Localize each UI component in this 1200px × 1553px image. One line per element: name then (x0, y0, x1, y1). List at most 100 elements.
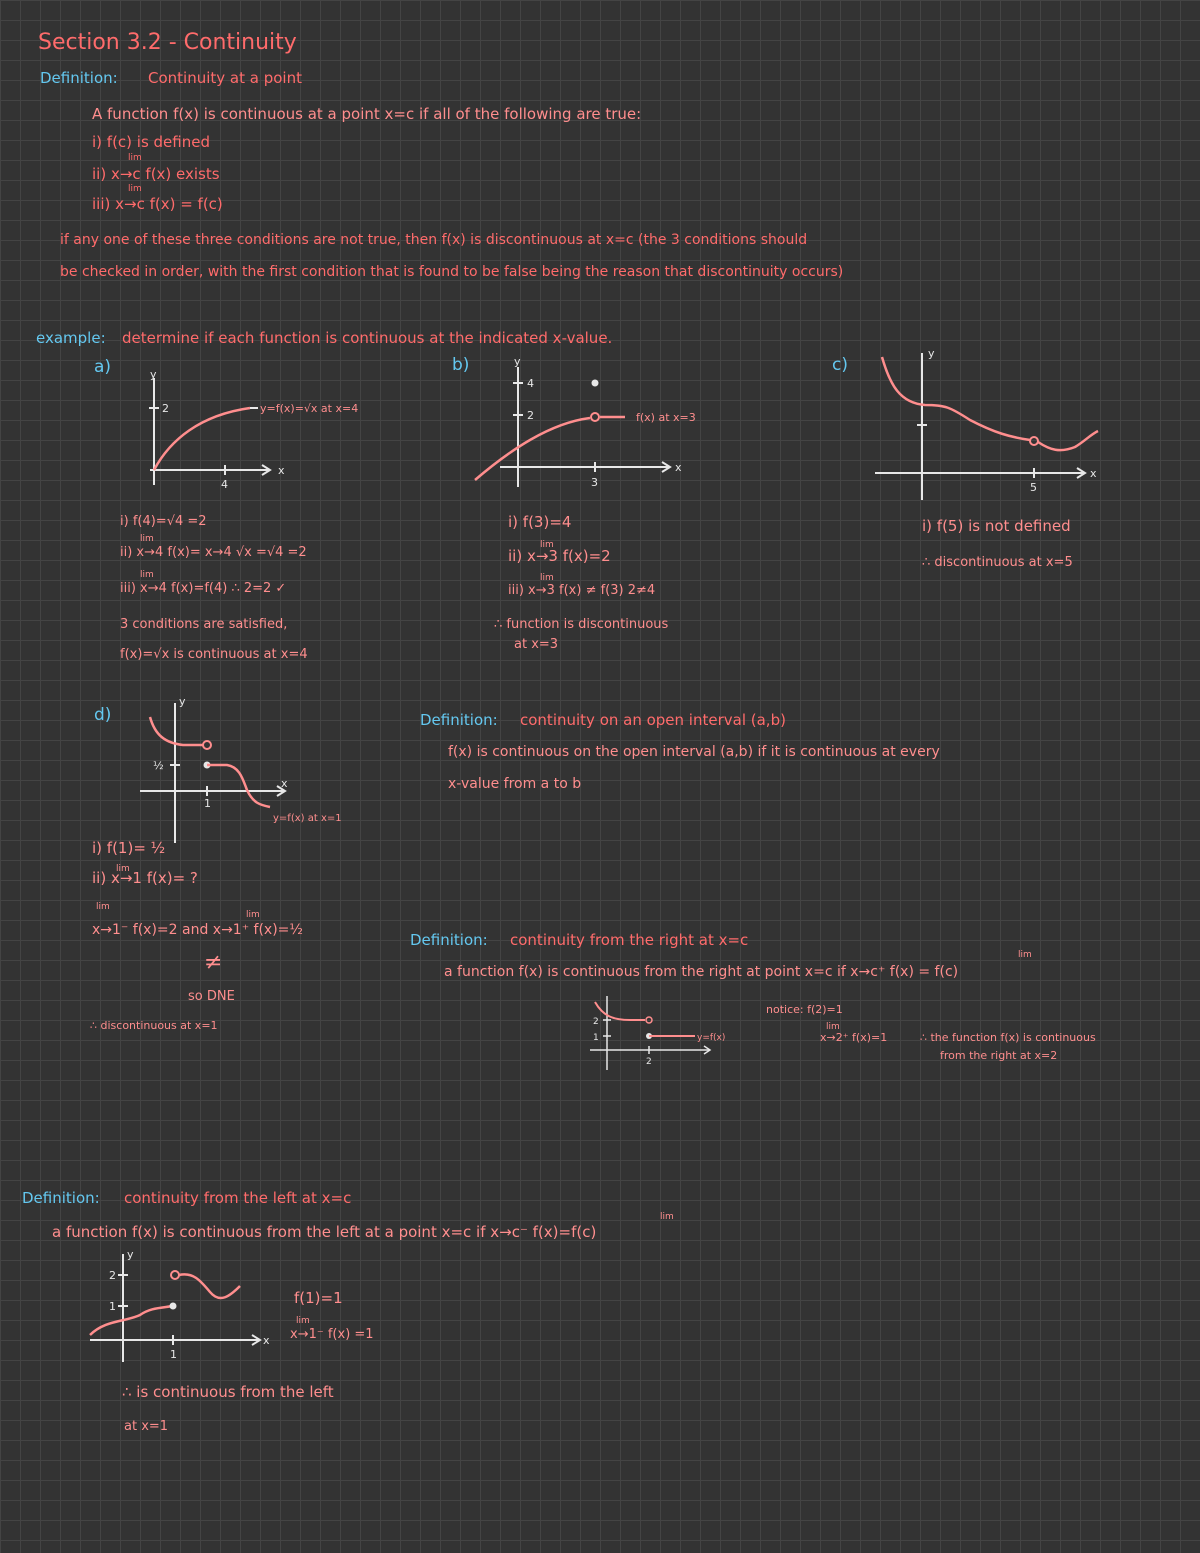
c-x-label: x (1090, 467, 1097, 480)
d-line-4: ≠ (204, 950, 223, 975)
a-line-4: 3 conditions are satisfied, (120, 617, 288, 632)
b-x-tick: 3 (591, 476, 598, 489)
d-x-tick: 1 (204, 797, 211, 810)
a-line-5: f(x)=√x is continuous at x=4 (120, 647, 308, 662)
a-x-label: x (278, 464, 285, 477)
def1-heading: Continuity at a point (148, 69, 302, 87)
def3-x-arrow-icon (703, 1045, 712, 1055)
def3-y-tick: 1 (593, 1033, 599, 1043)
example-b-label: b) (452, 355, 470, 375)
b-curve-left (474, 416, 591, 481)
def1-cond3-lim: lim (128, 184, 142, 194)
b-open-point (590, 412, 600, 422)
def3-y-tick-top: 2 (593, 1017, 599, 1027)
a-sqrt-curve (152, 406, 251, 471)
b-curve-label: f(x) at x=3 (636, 411, 696, 424)
def4-x-label: x (263, 1334, 270, 1347)
def4-eq2: x→1⁻ f(x) =1 (290, 1327, 374, 1342)
example-a-graph: y x 2 4 y=f(x)=√x at x=4 (149, 368, 358, 491)
def3-curve-left (594, 1001, 645, 1021)
b-x-arrow-icon (661, 461, 672, 473)
def3-line1: a function f(x) is continuous from the r… (444, 964, 959, 980)
def1-cond2: ii) x→c f(x) exists (92, 165, 220, 183)
c-curve-left (880, 356, 1031, 442)
a-x-arrow-icon (261, 464, 272, 476)
def3-heading: continuity from the right at x=c (510, 931, 749, 949)
def1-note-line2: be checked in order, with the first cond… (60, 264, 844, 280)
d-line-1: i) f(1)= ½ (92, 839, 166, 857)
c-line-2: ∴ discontinuous at x=5 (922, 555, 1073, 570)
d-line-5: so DNE (188, 989, 235, 1004)
d-line-2: ii) x→1 f(x)= ? (92, 869, 198, 887)
def3-conclusion1: ∴ the function f(x) is continuous (920, 1031, 1096, 1044)
b-line-1: i) f(3)=4 (508, 513, 572, 531)
def4-lim: lim (660, 1212, 674, 1222)
a-line-3: iii) x→4 f(x)=f(4) ∴ 2=2 ✓ (120, 581, 287, 596)
example-b-graph: y x 4 2 3 f(x) at x=3 (474, 355, 696, 489)
def4-x-tick: 1 (170, 1348, 177, 1361)
def4-line1: a function f(x) is continuous from the l… (52, 1223, 597, 1241)
d-y-label: y (179, 695, 186, 708)
d-curve-label: y=f(x) at x=1 (273, 813, 342, 824)
a-line-2: ii) x→4 f(x)= x→4 √x =√4 =2 (120, 545, 307, 560)
d-line-6: ∴ discontinuous at x=1 (90, 1019, 218, 1032)
def1-cond2-lim: lim (128, 153, 142, 163)
example-c-graph: y x 5 (875, 347, 1099, 500)
b-y-label: y (514, 355, 521, 368)
d-line-3: x→1⁻ f(x)=2 and x→1⁺ f(x)=½ (92, 922, 303, 938)
def3-graph: 2 1 2 y=f(x) (590, 996, 725, 1070)
a-line-1: i) f(4)=√4 =2 (120, 514, 207, 529)
def2-heading: continuity on an open interval (a,b) (520, 711, 786, 729)
def3-x-tick: 2 (646, 1057, 652, 1067)
def4-y-label: y (127, 1248, 134, 1261)
b-line-2: ii) x→3 f(x)=2 (508, 547, 611, 565)
d-curve-left (148, 716, 203, 747)
b-lim-2: lim (540, 573, 554, 583)
def4-curve-right (178, 1273, 241, 1300)
def4-conclusion1: ∴ is continuous from the left (122, 1383, 334, 1401)
c-line-1: i) f(5) is not defined (922, 517, 1071, 535)
example-a-label: a) (94, 357, 112, 377)
def4-filled-point (169, 1302, 177, 1310)
d-lim-3: lim (246, 910, 260, 920)
def1-cond1: i) f(c) is defined (92, 133, 210, 151)
page-title: Section 3.2 - Continuity (38, 30, 297, 55)
example-prompt: determine if each function is continuous… (122, 329, 613, 347)
def4-x-arrow-icon (251, 1334, 262, 1346)
c-x-tick: 5 (1030, 481, 1037, 494)
def1-statement: A function f(x) is continuous at a point… (92, 105, 642, 123)
def3-notice: notice: f(2)=1 (766, 1003, 843, 1016)
d-open-point (202, 740, 212, 750)
a-y-tick: 2 (162, 402, 169, 415)
def4-heading: continuity from the left at x=c (124, 1189, 352, 1207)
def4-open-point (170, 1270, 180, 1280)
b-line-3: iii) x→3 f(x) ≠ f(3) 2≠4 (508, 583, 656, 598)
def3-notice-eq: x→2⁺ f(x)=1 (820, 1031, 888, 1044)
a-lim-1: lim (140, 534, 154, 544)
c-y-label: y (928, 347, 935, 360)
b-line-5: at x=3 (514, 637, 559, 652)
def4-graph: y x 2 1 1 (89, 1248, 270, 1362)
def3-graph-label: y=f(x) (697, 1033, 725, 1043)
b-line-4: ∴ function is discontinuous (494, 617, 669, 632)
def1-cond3: iii) x→c f(x) = f(c) (92, 195, 223, 213)
d-lim-2: lim (96, 902, 110, 912)
c-curve-right (1037, 429, 1099, 452)
b-x-label: x (675, 461, 682, 474)
def4-eq2-lim: lim (296, 1316, 310, 1326)
a-y-label: y (150, 368, 157, 381)
def3-conclusion2: from the right at x=2 (940, 1049, 1058, 1062)
c-open-point (1029, 436, 1039, 446)
d-y-tick: ½ (153, 759, 164, 772)
def2-label: Definition: (420, 711, 498, 729)
d-x-arrow-icon (276, 785, 287, 797)
example-c-label: c) (832, 355, 848, 375)
def4-label: Definition: (22, 1189, 100, 1207)
def4-eq1: f(1)=1 (294, 1289, 343, 1307)
b-lim-1: lim (540, 540, 554, 550)
example-d-label: d) (94, 705, 112, 725)
c-x-arrow-icon (1076, 467, 1087, 479)
def3-label: Definition: (410, 931, 488, 949)
b-y-tick: 2 (527, 409, 534, 422)
b-filled-point (591, 379, 599, 387)
